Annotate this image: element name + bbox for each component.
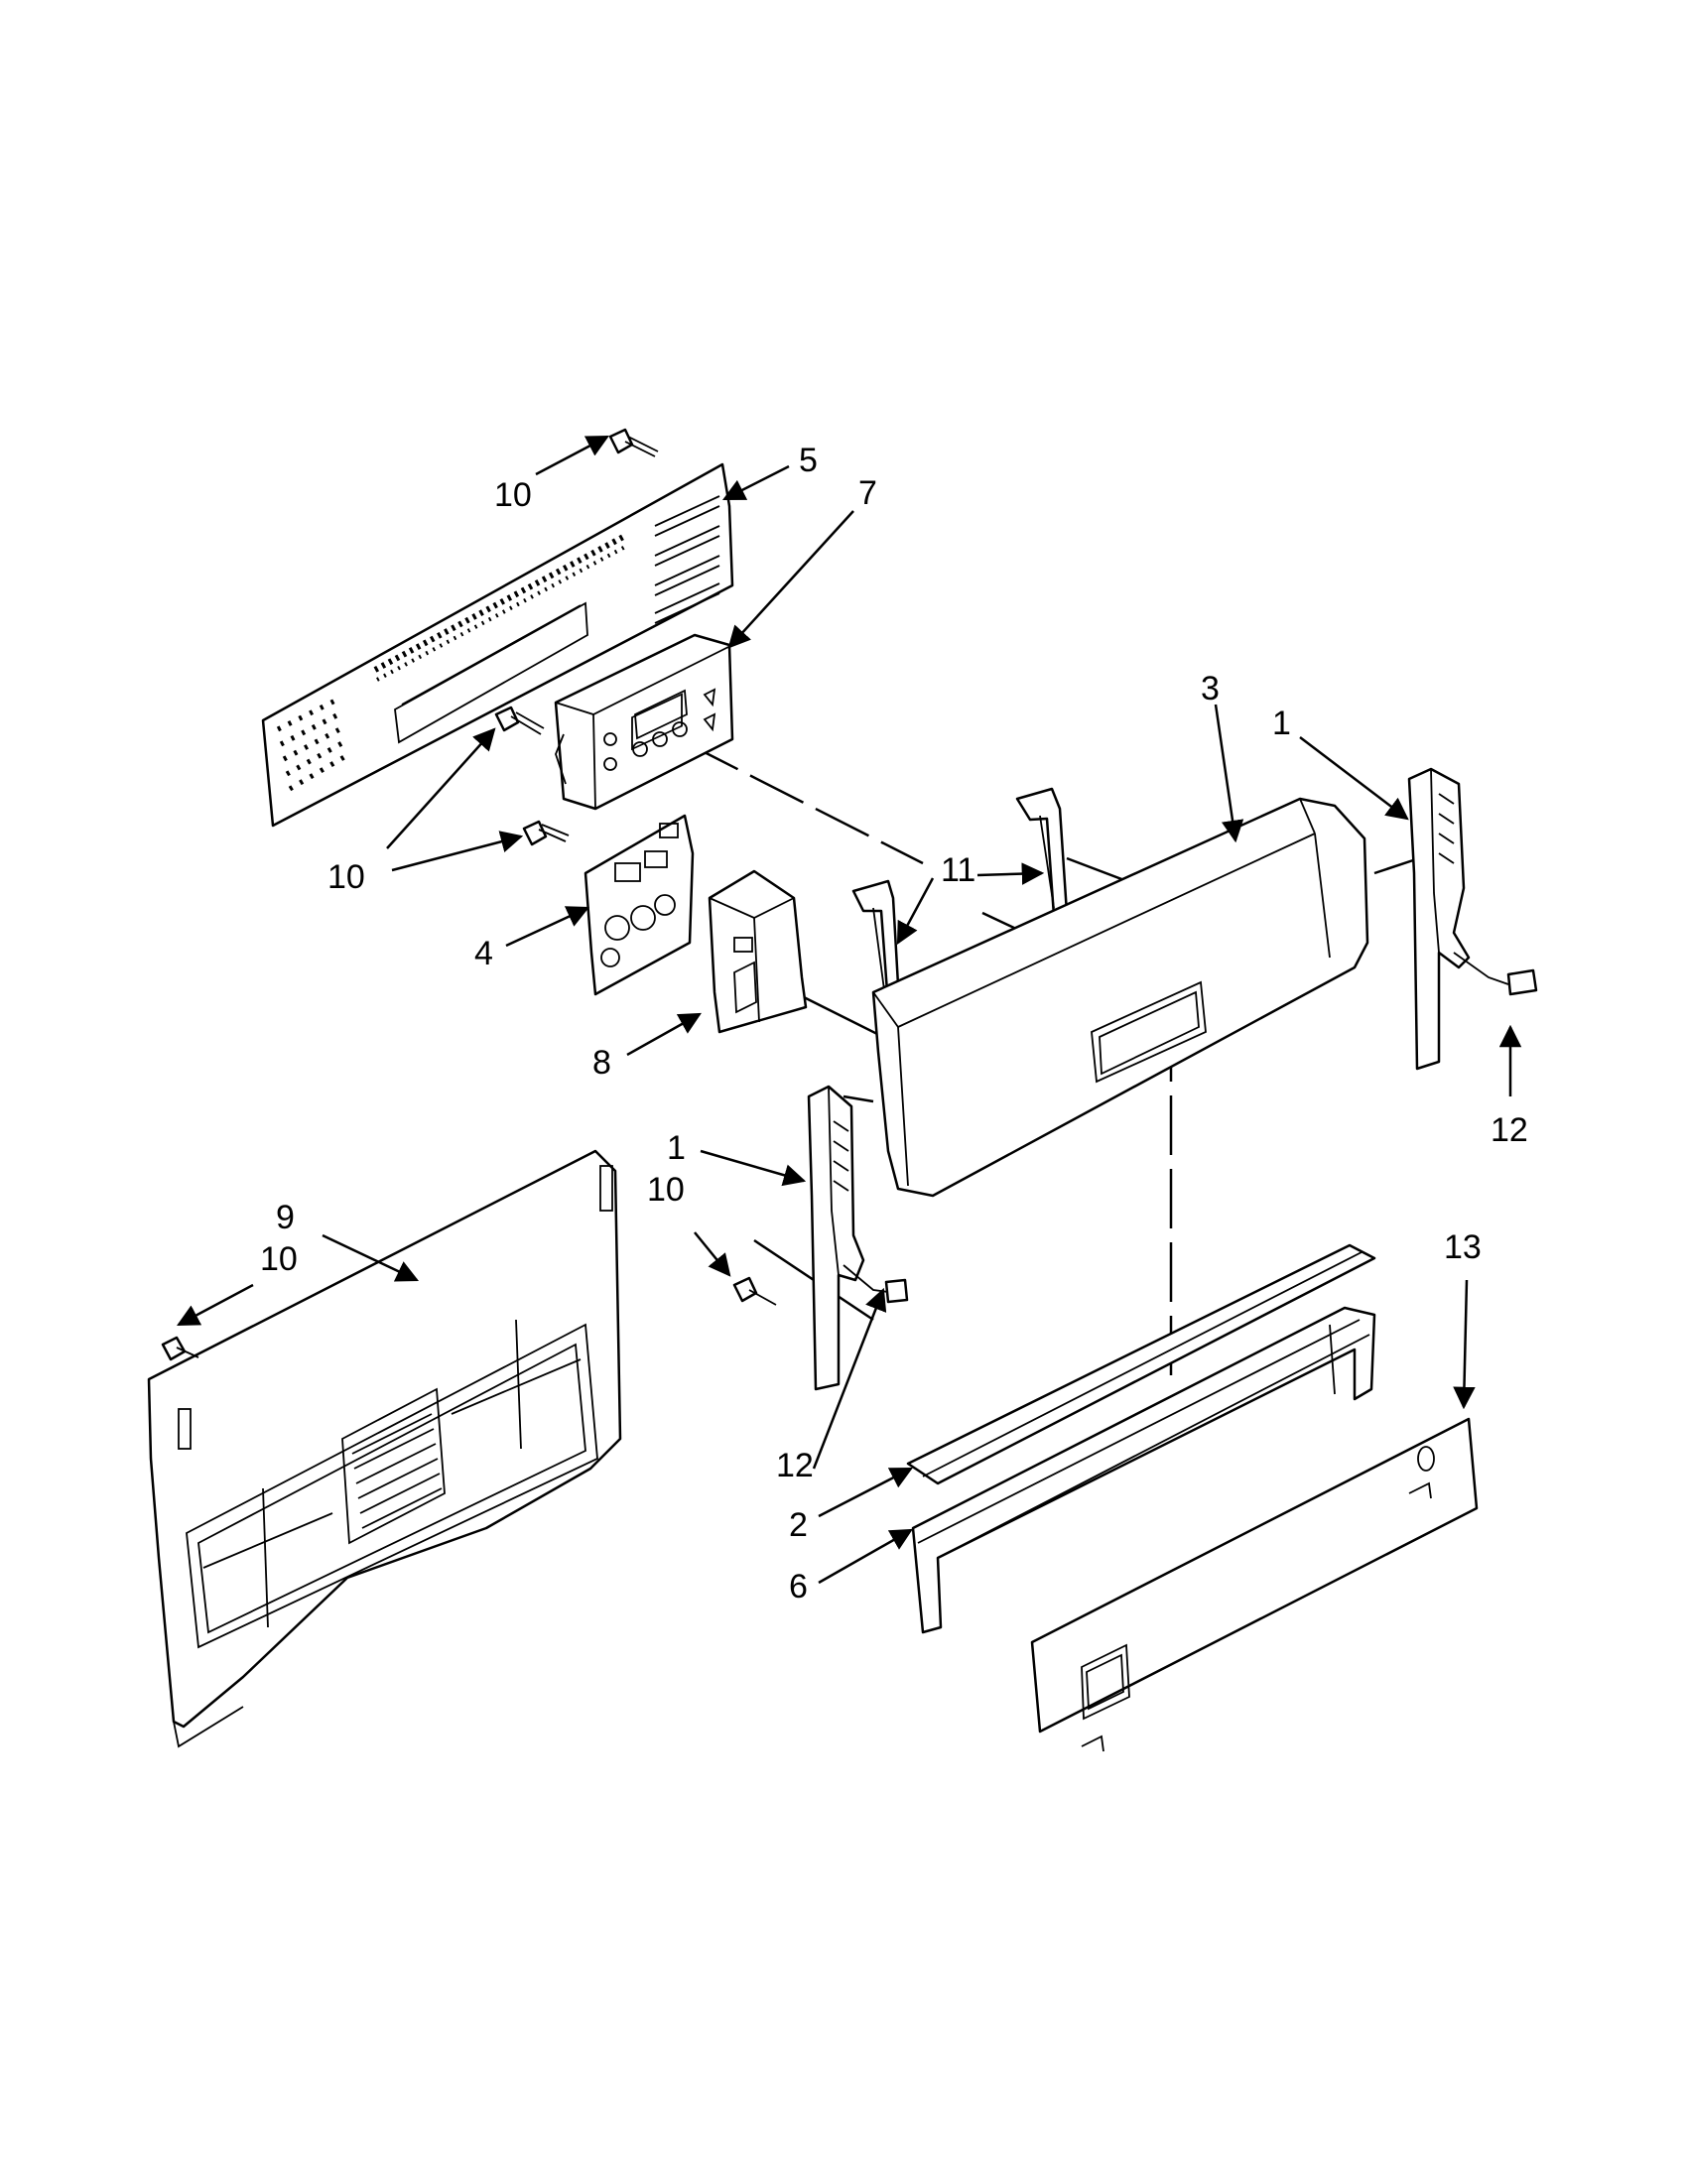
callout-12: 12 [1491, 1111, 1528, 1149]
callouts: 10 5 7 10 4 8 3 1 11 12 1 10 9 10 12 2 6… [260, 442, 1528, 1606]
board-cover [708, 869, 808, 1034]
user-interface-control [554, 633, 734, 811]
callout-11: 11 [941, 851, 975, 889]
wire-harness [1453, 952, 1538, 996]
callout-5: 5 [799, 442, 818, 479]
screw [522, 820, 570, 846]
callout-2: 2 [789, 1506, 808, 1544]
clip [1015, 787, 1069, 918]
callout-12: 12 [776, 1447, 814, 1484]
callout-1: 1 [1272, 705, 1291, 742]
callout-9: 9 [276, 1199, 295, 1236]
callout-6: 6 [789, 1568, 808, 1606]
control-panel-end-cap [807, 1085, 865, 1391]
callout-10: 10 [260, 1240, 298, 1278]
rear-control-panel [261, 462, 734, 828]
callout-4: 4 [474, 935, 493, 972]
rear-panel [147, 1149, 622, 1748]
callout-10: 10 [647, 1171, 685, 1209]
callout-13: 13 [1444, 1228, 1482, 1266]
mounting-bracket [911, 1306, 1376, 1634]
callout-10: 10 [494, 476, 532, 514]
leader-lines [177, 435, 1522, 1585]
callout-8: 8 [592, 1044, 611, 1082]
screw [161, 1336, 199, 1361]
access-panel [1030, 1417, 1479, 1752]
callout-1: 1 [667, 1129, 686, 1167]
callout-7: 7 [858, 474, 877, 512]
control-panel-console [871, 797, 1369, 1198]
screw [494, 706, 545, 735]
callout-3: 3 [1201, 670, 1220, 707]
screw [732, 1276, 777, 1306]
control-panel-end-cap [1407, 767, 1471, 1071]
screw [608, 428, 659, 457]
callout-10: 10 [327, 858, 365, 896]
trim-bar [906, 1243, 1376, 1485]
control-board [584, 814, 695, 996]
